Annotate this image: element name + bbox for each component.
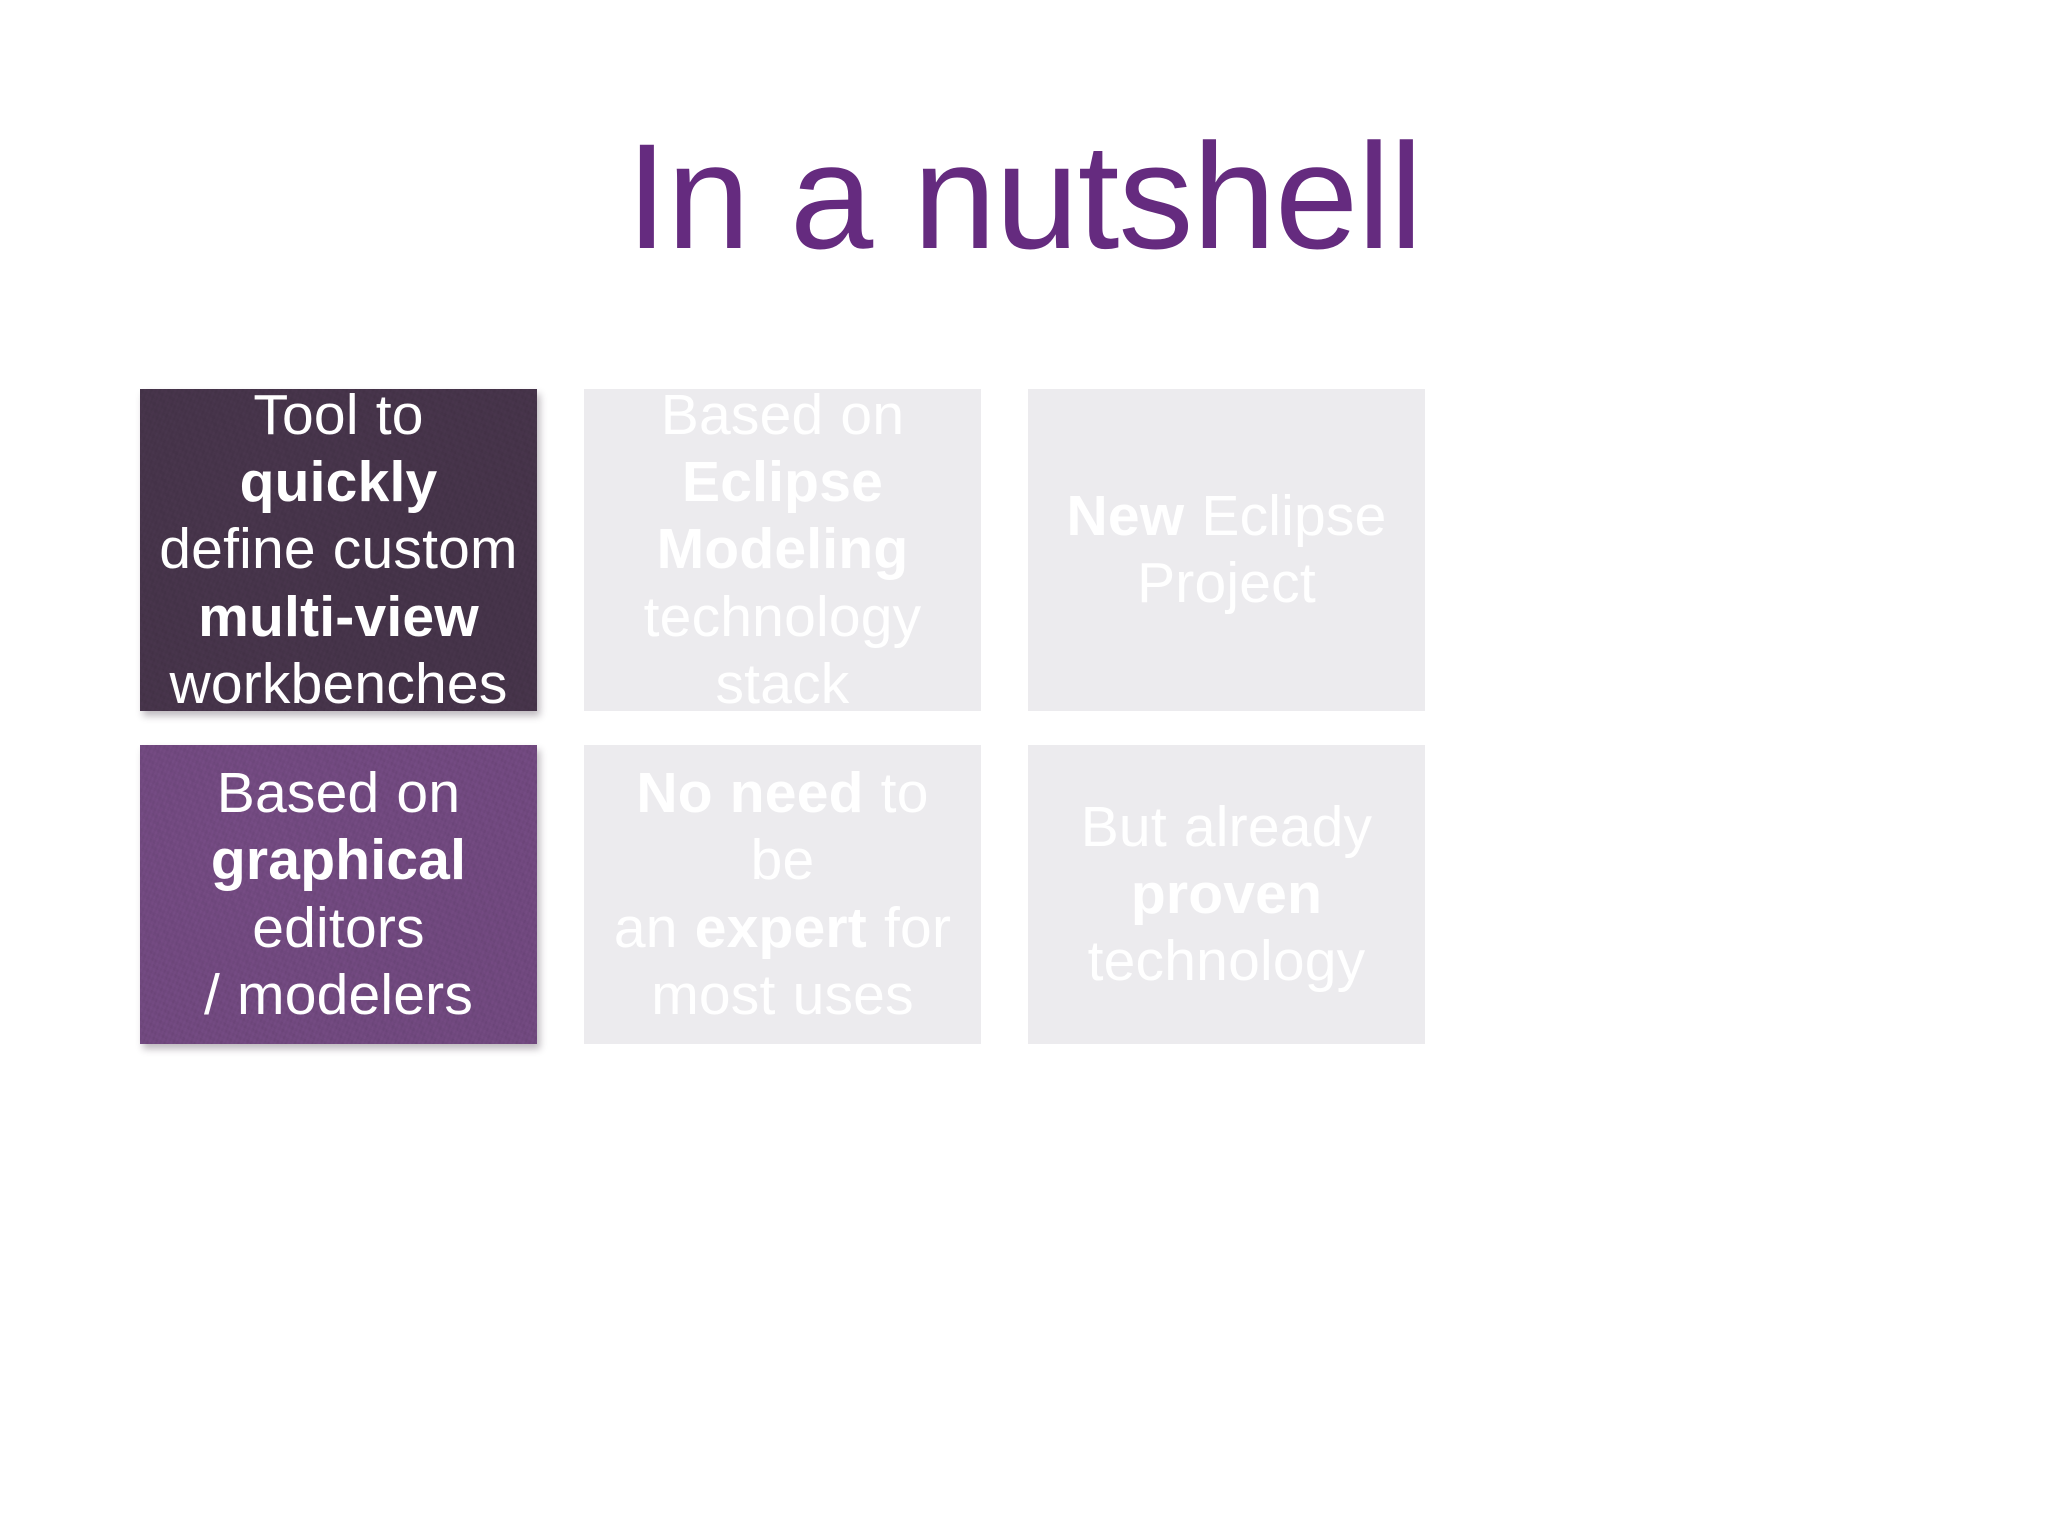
page-title: In a nutshell: [626, 112, 1423, 280]
